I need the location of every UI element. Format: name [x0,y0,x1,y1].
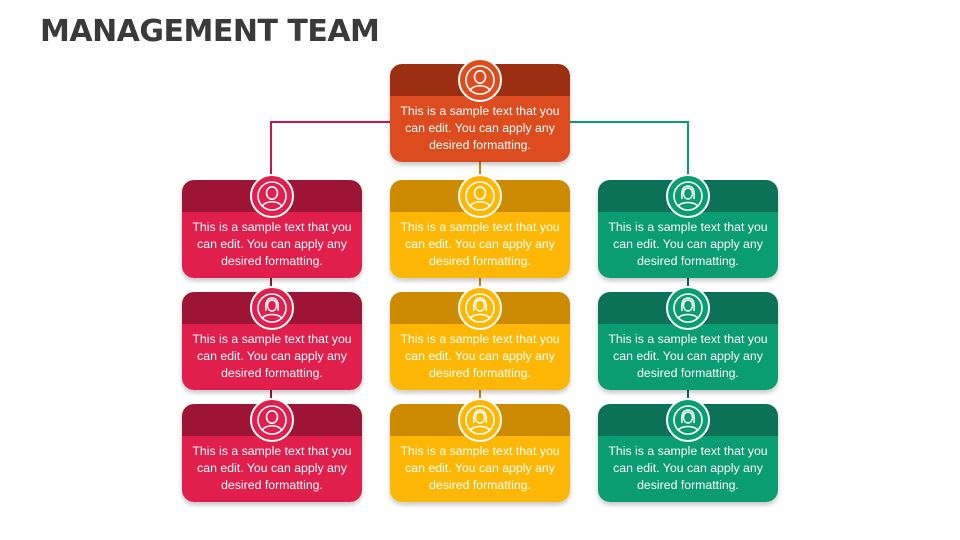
female-avatar-icon [458,286,502,330]
card-text: This is a sample text that you can edit.… [400,443,560,492]
female-avatar-icon [458,398,502,442]
card-red-1: This is a sample text that you can edit.… [182,174,362,278]
card-text: This is a sample text that you can edit.… [192,331,352,380]
card-text: This is a sample text that you can edit.… [400,219,560,268]
card-text: This is a sample text that you can edit.… [608,219,768,268]
female-avatar-icon [666,286,710,330]
card-red-3: This is a sample text that you can edit.… [182,398,362,502]
male-avatar-icon [458,174,502,218]
card-text: This is a sample text that you can edit.… [192,219,352,268]
connector-top-to-green [570,121,689,180]
card-top: This is a sample text that you can edit.… [390,58,570,162]
female-avatar-icon [250,286,294,330]
card-green-3: This is a sample text that you can edit.… [598,398,778,502]
page-title: MANAGEMENT TEAM [40,14,380,49]
card-yellow-1: This is a sample text that you can edit.… [390,174,570,278]
male-avatar-icon [250,398,294,442]
card-text: This is a sample text that you can edit.… [400,103,560,152]
card-text: This is a sample text that you can edit.… [608,331,768,380]
female-avatar-icon [666,174,710,218]
male-avatar-icon [458,58,502,102]
card-text: This is a sample text that you can edit.… [400,331,560,380]
card-text: This is a sample text that you can edit.… [608,443,768,492]
card-yellow-3: This is a sample text that you can edit.… [390,398,570,502]
card-text: This is a sample text that you can edit.… [192,443,352,492]
card-green-2: This is a sample text that you can edit.… [598,286,778,390]
female-avatar-icon [666,398,710,442]
card-red-2: This is a sample text that you can edit.… [182,286,362,390]
connector-top-to-red [270,121,390,180]
male-avatar-icon [250,174,294,218]
card-green-1: This is a sample text that you can edit.… [598,174,778,278]
card-yellow-2: This is a sample text that you can edit.… [390,286,570,390]
